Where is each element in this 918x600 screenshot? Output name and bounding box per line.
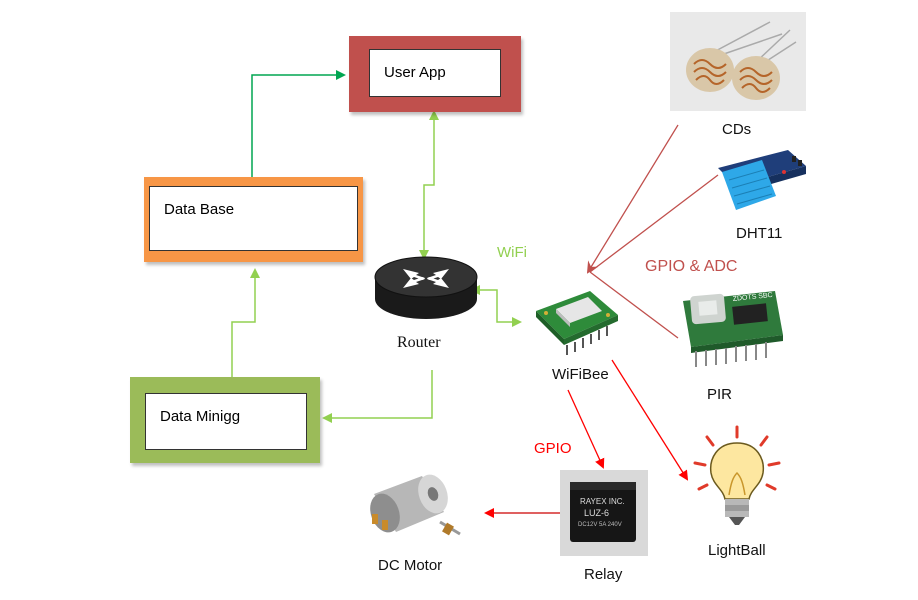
user-app-label: User App: [384, 64, 446, 81]
wifi-edge-label: WiFi: [497, 244, 527, 261]
humidity-sensor-icon: [718, 150, 806, 210]
arrow-router-userapp: [419, 110, 439, 260]
arrow-wifibee-to-relay: [567, 389, 605, 469]
motion-sensor-icon: ZDOTS SBC: [683, 291, 783, 367]
svg-text:LUZ-6: LUZ-6: [584, 508, 609, 518]
svg-text:DC12V 5A 240V: DC12V 5A 240V: [578, 522, 622, 528]
relay-label: Relay: [584, 566, 623, 583]
wifibee-label: WiFiBee: [552, 366, 609, 383]
cds-label: CDs: [722, 121, 752, 138]
dht11-label: DHT11: [736, 225, 783, 242]
router-icon: [374, 256, 478, 319]
data-base-node: Data Base: [144, 177, 363, 262]
arrow-pir-to-wifibee: [589, 271, 679, 339]
relay-icon: RAYEX INC. LUZ-6 DC12V 5A 240V: [560, 470, 648, 556]
data-mining-node: Data Minigg: [130, 377, 320, 463]
arrow-dht11-to-wifibee: [589, 174, 719, 273]
gpio-adc-edge-label: GPIO & ADC: [645, 258, 738, 275]
arrow-router-wifibee: [470, 285, 522, 327]
svg-text:ZDOTS SBC: ZDOTS SBC: [732, 292, 773, 303]
lightball-label: LightBall: [708, 542, 766, 559]
svg-text:RAYEX INC.: RAYEX INC.: [580, 497, 625, 506]
arrow-cds-to-wifibee: [586, 124, 679, 274]
dc-motor-label: DC Motor: [378, 557, 443, 574]
light-bulb-icon: [693, 425, 781, 525]
dc-motor-icon: [370, 474, 461, 536]
arrow-database-to-userapp: [251, 70, 346, 180]
data-mining-label: Data Minigg: [160, 408, 241, 425]
arrow-datamining-to-database: [231, 268, 260, 378]
arrow-router-to-datamining: [322, 370, 433, 423]
router-label: Router: [397, 334, 441, 351]
user-app-node: User App: [349, 36, 521, 112]
photoresistor-icon: [670, 12, 806, 111]
pir-label: PIR: [707, 386, 733, 403]
data-base-label: Data Base: [164, 201, 235, 218]
arrow-wifibee-to-lightball: [611, 359, 689, 481]
wifi-module-icon: [536, 291, 618, 355]
gpio-edge-label: GPIO: [534, 440, 572, 457]
